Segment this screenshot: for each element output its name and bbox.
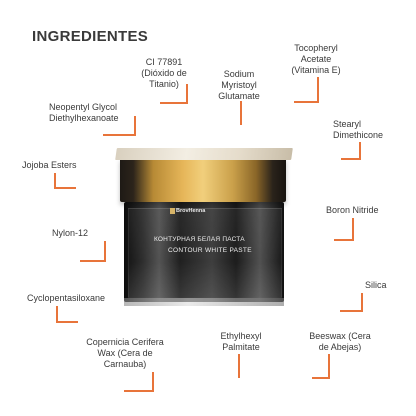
connector-line bbox=[56, 306, 58, 322]
ingredient-label: Neopentyl Glycol Diethylhexanoate bbox=[49, 102, 119, 123]
connector-line bbox=[160, 102, 188, 104]
connector-line bbox=[80, 260, 106, 262]
product-name-ru: КОНТУРНАЯ БЕЛАЯ ПАСТА bbox=[154, 236, 245, 243]
connector-line bbox=[56, 321, 78, 323]
connector-line bbox=[124, 390, 154, 392]
ingredient-label: Sodium Myristoyl Glutamate bbox=[218, 69, 260, 101]
ingredient-label: Nylon-12 bbox=[52, 228, 89, 238]
page-title: INGREDIENTES bbox=[32, 28, 149, 45]
connector-line bbox=[238, 354, 240, 378]
jar-base bbox=[124, 202, 284, 302]
ingredient-label: CI 77891 (Dióxido de Titanio) bbox=[141, 57, 187, 89]
ingredient-label: Stearyl Dimethicone bbox=[333, 119, 384, 140]
connector-line bbox=[341, 158, 361, 160]
connector-line bbox=[312, 377, 330, 379]
ingredient-label: Beeswax (Cera de Abejas) bbox=[309, 331, 371, 352]
connector-line bbox=[134, 116, 136, 136]
jar-glass bbox=[128, 208, 282, 298]
connector-line bbox=[240, 101, 242, 125]
ingredient-label: Ethylhexyl Palmitate bbox=[220, 331, 262, 352]
ingredient-label: Tocopheryl Acetate (Vitamina E) bbox=[291, 43, 341, 75]
brand-name: BrovHenna bbox=[176, 208, 206, 214]
connector-line bbox=[152, 372, 154, 392]
jar-lid-top bbox=[115, 148, 293, 160]
ingredient-label: Silica bbox=[365, 280, 387, 290]
jar-lid bbox=[120, 158, 286, 202]
product-name-en: CONTOUR WHITE PASTE bbox=[168, 247, 252, 254]
connector-line bbox=[352, 218, 354, 240]
product-jar: BrovHenna КОНТУРНАЯ БЕЛАЯ ПАСТА CONTOUR … bbox=[115, 148, 296, 308]
connector-line bbox=[294, 101, 319, 103]
connector-line bbox=[54, 173, 56, 188]
ingredient-label: Cyclopentasiloxane bbox=[27, 293, 106, 303]
ingredient-label: Boron Nitride bbox=[326, 205, 379, 215]
connector-line bbox=[186, 84, 188, 104]
brand-logo-icon bbox=[170, 208, 175, 214]
jar-bottom-reflection bbox=[124, 298, 284, 306]
connector-line bbox=[103, 134, 136, 136]
connector-line bbox=[334, 239, 354, 241]
connector-line bbox=[54, 187, 76, 189]
connector-line bbox=[328, 354, 330, 378]
ingredient-label: Copernicia Cerifera Wax (Cera de Carnaub… bbox=[86, 337, 164, 369]
connector-line bbox=[361, 293, 363, 311]
connector-line bbox=[104, 241, 106, 261]
connector-line bbox=[359, 142, 361, 160]
connector-line bbox=[317, 77, 319, 103]
ingredient-label: Jojoba Esters bbox=[22, 160, 77, 170]
connector-line bbox=[340, 310, 363, 312]
